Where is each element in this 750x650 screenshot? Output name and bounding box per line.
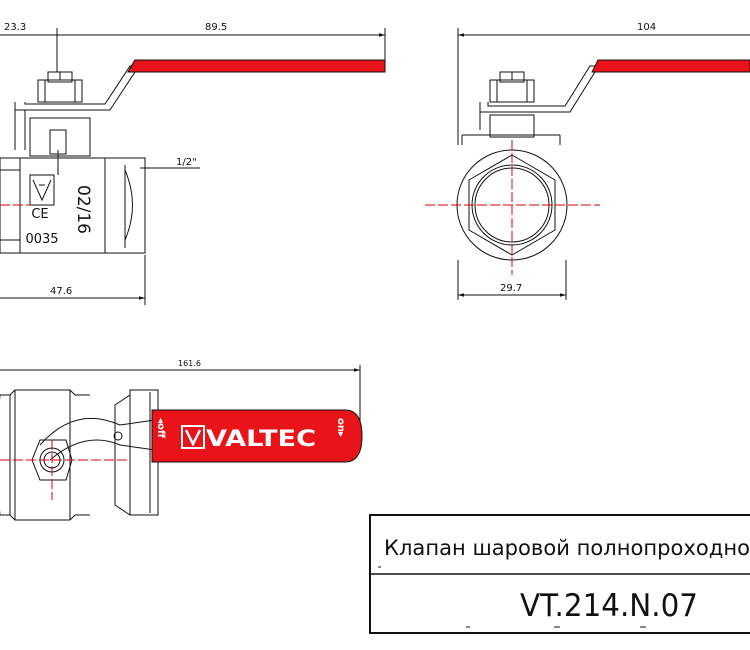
dim-47-6: 47.6 xyxy=(50,286,72,297)
side-center-lines xyxy=(425,140,600,275)
title-block xyxy=(369,514,750,634)
dim-29-7: 29.7 xyxy=(500,283,522,294)
lever-off-label: ◂off xyxy=(155,418,166,439)
marking-cert: 0035 xyxy=(25,232,58,247)
front-stem xyxy=(29,117,91,175)
plan-center-lines xyxy=(0,440,130,500)
front-handle-nut xyxy=(37,71,83,103)
brand-name: VALTEC xyxy=(206,427,316,452)
dim-thread: 1/2" xyxy=(176,157,197,168)
dim-23-3: 23.3 xyxy=(4,22,26,33)
title-block-code: VT.214.N.07 xyxy=(520,588,698,624)
dim-89-5: 89.5 xyxy=(205,22,227,33)
marking-ce: CE xyxy=(31,207,48,222)
front-top-dimension xyxy=(0,28,386,72)
front-view xyxy=(0,28,386,305)
valtec-logo xyxy=(181,425,205,449)
dim-161-6: 161.6 xyxy=(178,359,201,368)
title-block-name: Клапан шаровой полнопроходно xyxy=(384,536,750,560)
side-view xyxy=(456,28,750,300)
front-lever xyxy=(14,59,386,150)
lever-on-label: on▸ xyxy=(335,418,346,437)
dim-104: 104 xyxy=(637,22,656,33)
marking-date: 02/16 xyxy=(73,185,93,234)
